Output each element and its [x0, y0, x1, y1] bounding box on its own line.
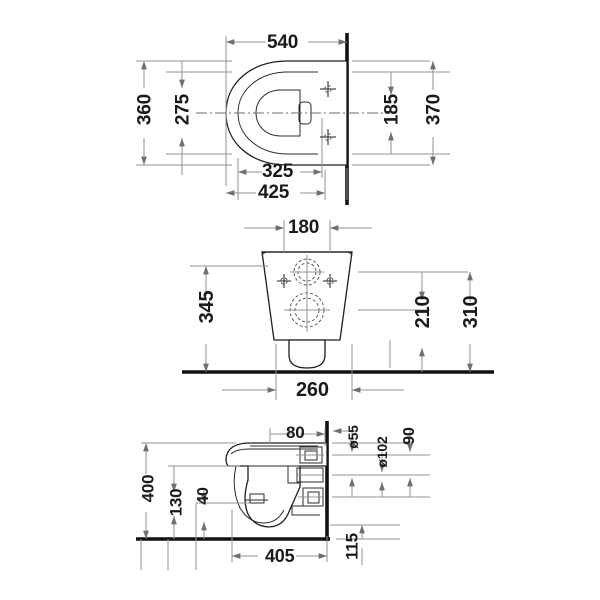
dim-label-210: 210 — [412, 295, 434, 329]
dim-425 — [225, 170, 326, 200]
front-mount-crosshair-right — [323, 274, 337, 288]
front-flush-inlet-circles — [290, 255, 324, 289]
dim-label-115: 115 — [342, 533, 362, 560]
side-bowl-outline — [225, 442, 328, 528]
mount-crosshair-bottom — [320, 129, 336, 145]
side-view-group — [136, 421, 430, 570]
dim-label-540: 540 — [267, 32, 299, 53]
dim-label-360: 360 — [134, 93, 156, 126]
dim-label-425: 425 — [258, 182, 290, 203]
side-view-extension-lines — [140, 428, 430, 570]
mount-crosshair-top — [320, 81, 336, 97]
dim-label-345: 345 — [196, 290, 218, 324]
dim-dia-55 — [332, 428, 356, 497]
front-corner-right — [345, 251, 353, 257]
dim-label-400: 400 — [138, 474, 158, 503]
dim-label-130: 130 — [166, 488, 186, 517]
front-view-group — [182, 220, 494, 400]
dim-label-80: 80 — [286, 423, 305, 442]
dim-label-185: 185 — [381, 93, 403, 126]
dim-405 — [231, 536, 328, 562]
dim-540 — [225, 36, 348, 60]
dim-label-dia-55: ø55 — [345, 425, 361, 449]
dim-80 — [270, 428, 326, 446]
side-plumbing-detail — [287, 446, 324, 516]
rim-line — [230, 448, 318, 455]
front-outlet-nub — [288, 339, 326, 369]
bowl-notch — [249, 493, 265, 504]
dim-label-310: 310 — [460, 295, 482, 329]
front-corner-left — [261, 251, 269, 257]
bowl-inner-contour — [233, 465, 285, 524]
dim-label-405: 405 — [265, 546, 295, 566]
dim-label-325: 325 — [262, 161, 294, 182]
dim-label-90: 90 — [401, 427, 418, 445]
dim-180 — [244, 220, 372, 238]
dim-label-275: 275 — [172, 93, 194, 126]
dim-115 — [336, 524, 368, 565]
front-outlet-circles — [284, 288, 330, 332]
dim-label-370: 370 — [423, 93, 445, 126]
dim-label-40: 40 — [195, 487, 212, 505]
dim-label-dia-102: ø102 — [374, 436, 390, 468]
top-view-group — [136, 33, 450, 205]
front-mount-crosshair-left — [277, 274, 291, 288]
dim-label-180: 180 — [288, 217, 320, 238]
dim-label-260: 260 — [296, 379, 329, 401]
